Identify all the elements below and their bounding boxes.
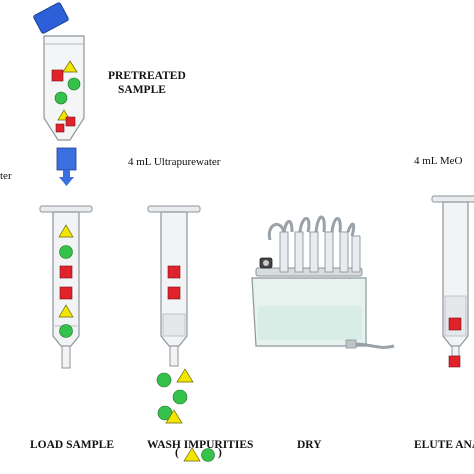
wash-solvent-label: 4 mL Ultrapurewater [128, 156, 221, 168]
red-square [65, 116, 76, 127]
cartridge-wash [147, 205, 201, 424]
green-circle [59, 324, 73, 338]
yellow-triangle [62, 60, 78, 73]
pretreated-label-line1: PRETREATED [108, 70, 186, 82]
step-wash-paren-close: ) [218, 447, 222, 459]
vacuum-manifold [251, 215, 395, 349]
step-dry-label: DRY [297, 439, 322, 451]
red-square [448, 355, 461, 368]
cartridge-elute [431, 195, 474, 368]
yellow-triangle [165, 409, 183, 424]
red-square [167, 286, 181, 300]
green-circle [54, 91, 68, 105]
condition-solvent-label: ter [0, 170, 12, 182]
tube-cap [33, 2, 69, 34]
step-wash-label: WASH IMPURITIES [147, 439, 254, 451]
step-elute-label: ELUTE ANA [414, 439, 474, 451]
wash-legend-symbols [183, 447, 215, 462]
step-load-label: LOAD SAMPLE [30, 439, 115, 451]
cartridge-flange [431, 195, 474, 203]
falcon-tube [33, 2, 85, 141]
cartridge-flange [147, 205, 201, 213]
red-square [51, 69, 64, 82]
yellow-triangle [176, 368, 194, 383]
cartridge-load [39, 205, 93, 369]
yellow-triangle [183, 447, 201, 462]
elute-solvent-label: 4 mL MeO [414, 155, 463, 167]
yellow-triangle [58, 304, 74, 318]
cartridge-barrel [160, 211, 188, 347]
step-wash-paren-open: ( [175, 447, 179, 459]
red-square [448, 317, 462, 331]
load-arrow [56, 147, 77, 186]
green-circle [156, 372, 172, 388]
red-square [59, 286, 73, 300]
yellow-triangle [58, 224, 74, 238]
red-square [167, 265, 181, 279]
green-circle [59, 245, 73, 259]
cartridge-barrel [52, 211, 80, 347]
pretreated-label-line2: SAMPLE [118, 84, 166, 96]
green-circle [67, 77, 81, 91]
cartridge-flange [39, 205, 93, 213]
green-circle [172, 389, 188, 405]
red-square [55, 123, 65, 133]
tube-body [43, 35, 85, 141]
green-circle [201, 448, 215, 462]
red-square [59, 265, 73, 279]
